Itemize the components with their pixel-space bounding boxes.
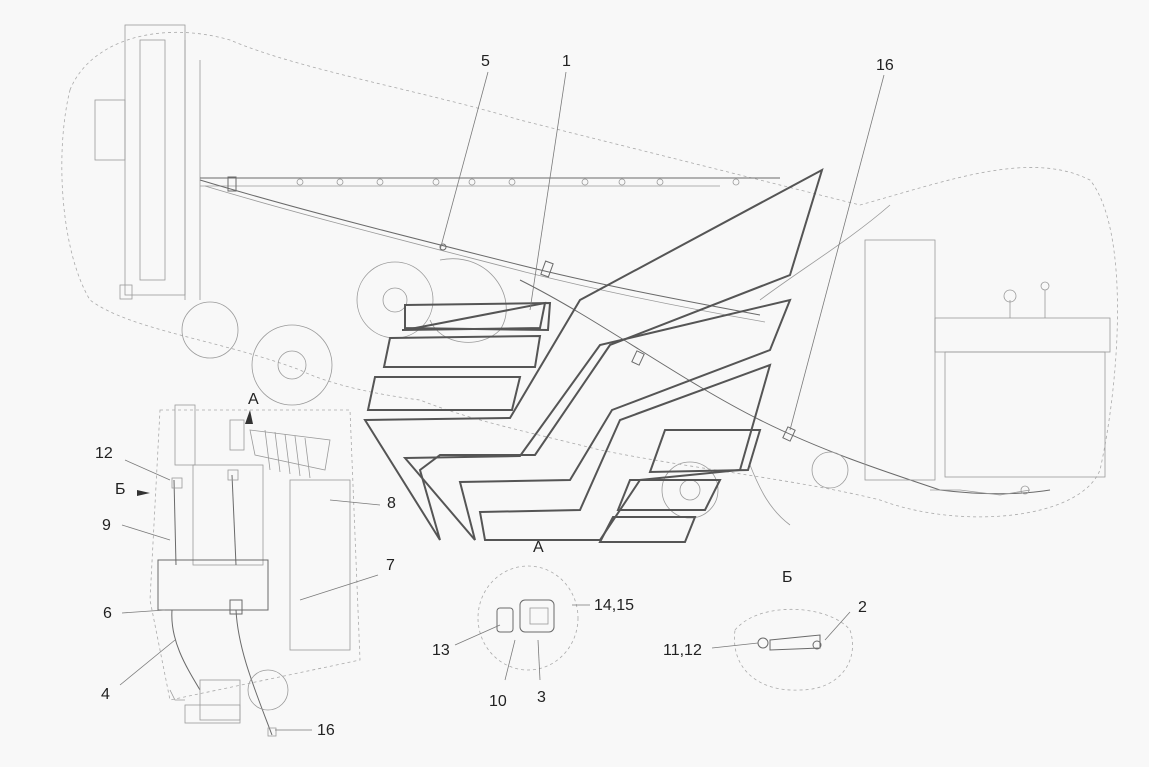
- callout-3: 3: [537, 689, 546, 706]
- decal-graphic: [363, 167, 824, 543]
- callout-6: 6: [103, 605, 112, 622]
- view-a-arrow-label: А: [248, 391, 259, 408]
- leader-9: [121, 524, 171, 541]
- callout-2: 2: [858, 599, 867, 616]
- leader-1: [529, 71, 567, 311]
- view-b-arrow-label: Б: [115, 481, 126, 498]
- detail-view-left: [149, 404, 361, 737]
- view-a-arrowhead: [245, 410, 253, 424]
- leader-4: [119, 639, 176, 686]
- right-engine-block: [864, 239, 1111, 496]
- detail-view-b: [711, 608, 853, 691]
- callout-11-12: 11,12: [663, 642, 702, 659]
- view-b-title: Б: [782, 569, 793, 586]
- view-a-title: А: [533, 539, 544, 556]
- leader-12: [124, 459, 171, 481]
- cable-harness: [199, 176, 1051, 495]
- wheels: [181, 258, 849, 526]
- leader-7: [299, 574, 379, 601]
- leader-5: [439, 71, 489, 251]
- callout-16-bottom: 16: [317, 722, 335, 739]
- leader-8: [329, 499, 381, 506]
- callout-5: 5: [481, 53, 490, 70]
- callout-10: 10: [489, 693, 507, 710]
- left-frame: [94, 24, 201, 300]
- leader-16-top: [789, 74, 885, 431]
- callout-1: 1: [562, 53, 571, 70]
- leader-6: [121, 609, 166, 614]
- callout-4: 4: [101, 686, 110, 703]
- main-view-outline: [61, 31, 1118, 518]
- callout-9: 9: [102, 517, 111, 534]
- callout-14-15: 14,15: [594, 597, 634, 614]
- view-b-arrowhead: [137, 490, 150, 496]
- detail-view-a: [454, 565, 590, 681]
- callout-8: 8: [387, 495, 396, 512]
- callout-12: 12: [95, 445, 113, 462]
- callout-13: 13: [432, 642, 450, 659]
- callout-7: 7: [386, 557, 395, 574]
- callout-16-top: 16: [876, 57, 894, 74]
- top-beam: [200, 177, 780, 187]
